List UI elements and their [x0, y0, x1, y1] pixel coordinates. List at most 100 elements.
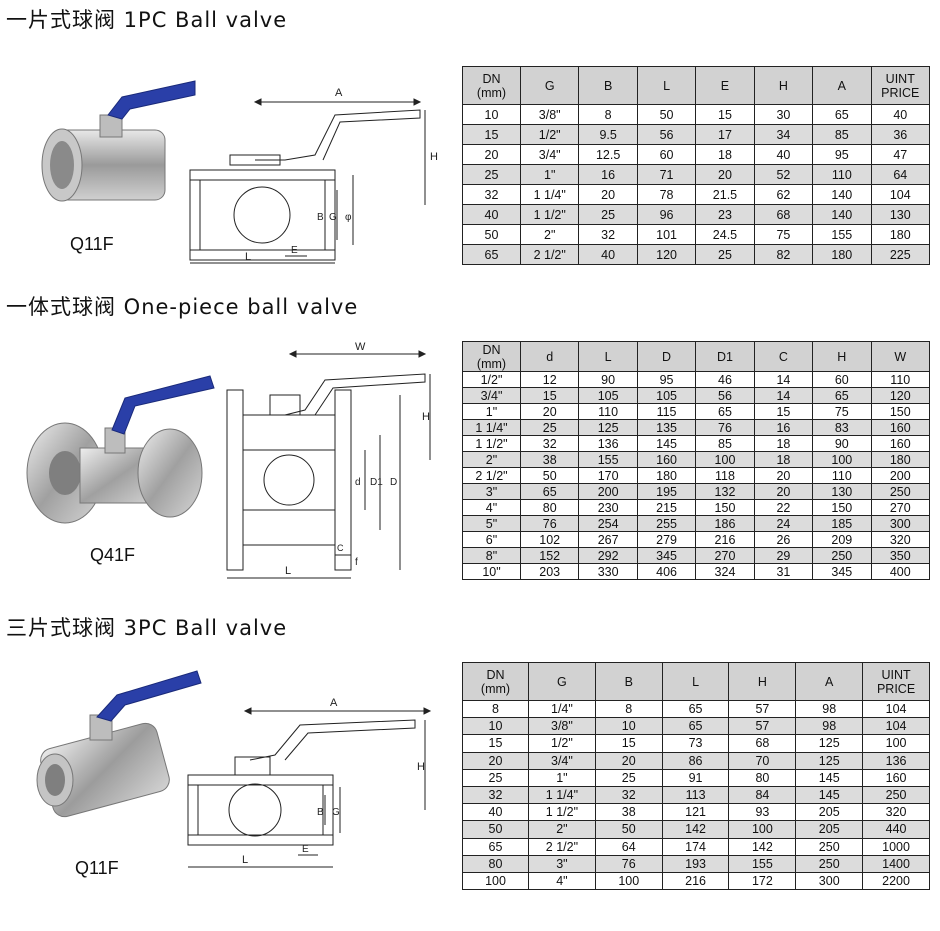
table-cell: 60 [812, 371, 872, 388]
table-cell: 118 [695, 467, 755, 484]
table-cell: 200 [870, 467, 931, 484]
column-header: DN(mm) [462, 341, 521, 372]
table-cell: 25 [594, 768, 663, 787]
table-cell: 65 [812, 387, 872, 404]
table-cell: 40 [462, 803, 529, 822]
table-cell: 1 1/4" [519, 184, 580, 205]
table-cell: 125 [795, 751, 864, 770]
column-header: B [594, 662, 663, 701]
table-cell: 267 [578, 531, 638, 548]
table-cell: 20 [594, 751, 663, 770]
table-cell: 29 [753, 547, 814, 564]
section-title: 三片式球阀 3PC Ball valve [6, 616, 288, 640]
table-cell: 65 [661, 699, 730, 719]
table-cell: 93 [728, 803, 797, 822]
table-cell: 172 [728, 871, 797, 891]
table-cell: 24.5 [695, 224, 755, 245]
table-cell: 225 [870, 244, 931, 265]
dim-label: C [337, 543, 344, 553]
table-cell: 56 [636, 124, 697, 145]
table-cell: 3" [528, 854, 596, 873]
valve-photo-3pc [36, 670, 202, 818]
table-cell: 121 [661, 803, 730, 822]
table-cell: 20 [462, 751, 529, 770]
table-cell: 113 [661, 785, 730, 805]
table-cell: 140 [812, 184, 872, 205]
table-cell: 155 [728, 854, 797, 873]
table-cell: 250 [870, 483, 931, 500]
table-cell: 440 [862, 820, 930, 839]
table-cell: 25 [578, 204, 638, 225]
column-header: H [728, 662, 797, 701]
table-cell: 209 [812, 531, 872, 548]
table-cell: 6" [462, 531, 521, 548]
table-cell: 3/8" [528, 717, 596, 736]
table-cell: 90 [578, 371, 638, 388]
table-cell: 254 [578, 515, 638, 532]
table-cell: 205 [795, 803, 864, 822]
table-cell: 82 [753, 244, 814, 265]
table-cell: 160 [862, 768, 930, 787]
column-header: W [870, 341, 931, 372]
table-cell: 140 [812, 204, 872, 225]
column-header: A [812, 66, 872, 105]
table-cell: 110 [812, 467, 872, 484]
table-cell: 85 [695, 435, 755, 452]
table-cell: 145 [795, 768, 864, 787]
table-cell: 18 [753, 451, 814, 468]
table-cell: 136 [578, 435, 638, 452]
table-cell: 1 1/4" [462, 419, 521, 436]
table-cell: 68 [753, 204, 814, 225]
dim-label: H [430, 151, 438, 163]
table-cell: 2" [462, 451, 521, 468]
table-cell: 12.5 [578, 144, 638, 165]
table-cell: 73 [661, 734, 730, 753]
technical-drawing-1pc: A H B G φ L E [189, 87, 438, 264]
table-cell: 38 [594, 803, 663, 822]
table-cell: 80 [519, 499, 580, 516]
table-cell: 98 [795, 717, 864, 736]
table-cell: 101 [636, 224, 697, 245]
model-label: Q11F [70, 234, 114, 254]
table-cell: 52 [753, 164, 814, 185]
table-cell: 100 [695, 451, 755, 468]
table-cell: 71 [636, 164, 697, 185]
table-cell: 47 [870, 144, 931, 165]
dim-label: H [417, 761, 425, 773]
table-cell: 195 [636, 483, 697, 500]
table-cell: 60 [636, 144, 697, 165]
table-cell: 1 1/2" [462, 435, 521, 452]
table-cell: 18 [753, 435, 814, 452]
dim-label: H [422, 411, 430, 423]
dim-label: B [317, 807, 324, 818]
table-cell: 152 [519, 547, 580, 564]
table-cell: 1 1/2" [519, 204, 580, 225]
table-cell: 130 [812, 483, 872, 500]
table-cell: 32 [462, 184, 521, 205]
table-cell: 2 1/2" [519, 244, 580, 265]
table-cell: 50 [462, 224, 521, 245]
table-cell: 14 [753, 371, 814, 388]
table-cell: 180 [812, 244, 872, 265]
model-label: Q41F [90, 545, 136, 565]
table-cell: 25 [462, 164, 521, 185]
table-cell: 205 [795, 820, 864, 839]
table-cell: 104 [862, 699, 930, 719]
table-cell: 50 [519, 467, 580, 484]
table-cell: 65 [462, 244, 521, 265]
table-cell: 1" [462, 403, 521, 420]
table-cell: 100 [462, 871, 529, 891]
column-header: A [795, 662, 864, 701]
table-cell: 91 [661, 768, 730, 787]
table-cell: 1 1/2" [528, 803, 596, 822]
table-cell: 142 [728, 837, 797, 856]
table-cell: 25 [519, 419, 580, 436]
technical-drawing-one-piece: W H d D1 D C f L [226, 341, 431, 579]
table-cell: 180 [870, 224, 931, 245]
